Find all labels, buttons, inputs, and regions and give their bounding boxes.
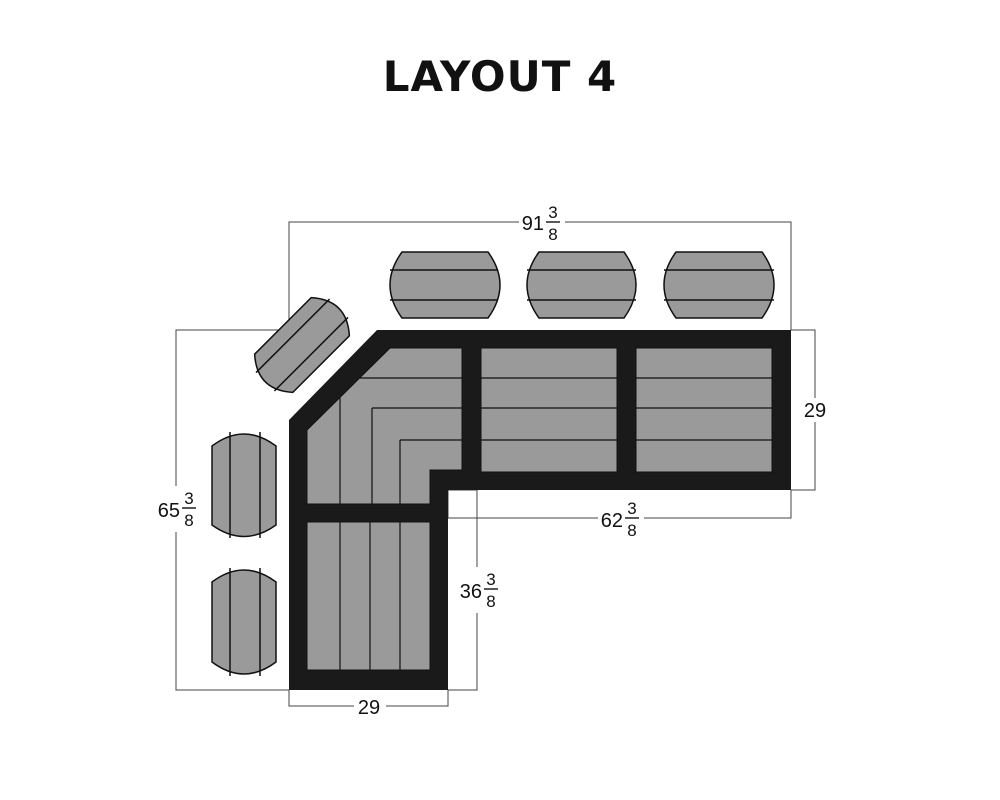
dim-label-right-depth: 29 (802, 398, 830, 422)
dim-numerator: 3 (548, 203, 557, 222)
dim-label-bottom-depth: 29 (354, 695, 386, 719)
page-title: LAYOUT 4 (382, 52, 618, 101)
pillow-corner (253, 296, 351, 394)
dim-numerator: 3 (627, 499, 636, 518)
pillow-top-1 (389, 251, 501, 319)
cushion-chaise (306, 521, 431, 671)
dim-label-overall-width: 91 3 8 (519, 198, 565, 244)
pillow-top-2 (526, 251, 637, 319)
pillow-left-1 (211, 432, 277, 538)
cushion-corner (306, 347, 463, 505)
dim-denominator: 8 (486, 592, 495, 611)
dim-label-chaise-length: 36 3 8 (456, 567, 502, 613)
dim-whole: 62 (601, 510, 623, 532)
dim-numerator: 3 (184, 489, 193, 508)
dim-whole: 36 (460, 581, 482, 603)
dim-label-left-height: 65 3 8 (154, 486, 200, 532)
dim-whole: 91 (522, 213, 544, 235)
dim-denominator: 8 (548, 225, 557, 244)
dim-denominator: 8 (184, 511, 193, 530)
dim-whole: 29 (358, 697, 380, 719)
dim-whole: 65 (158, 500, 180, 522)
dim-label-lower-run: 62 3 8 (598, 496, 644, 542)
cushion-middle (480, 347, 618, 473)
pillow-left-2 (211, 568, 277, 676)
cushion-right (635, 347, 773, 473)
pillow-top-3 (663, 251, 775, 319)
dim-denominator: 8 (627, 521, 636, 540)
dim-numerator: 3 (486, 570, 495, 589)
dim-whole: 29 (804, 400, 826, 422)
